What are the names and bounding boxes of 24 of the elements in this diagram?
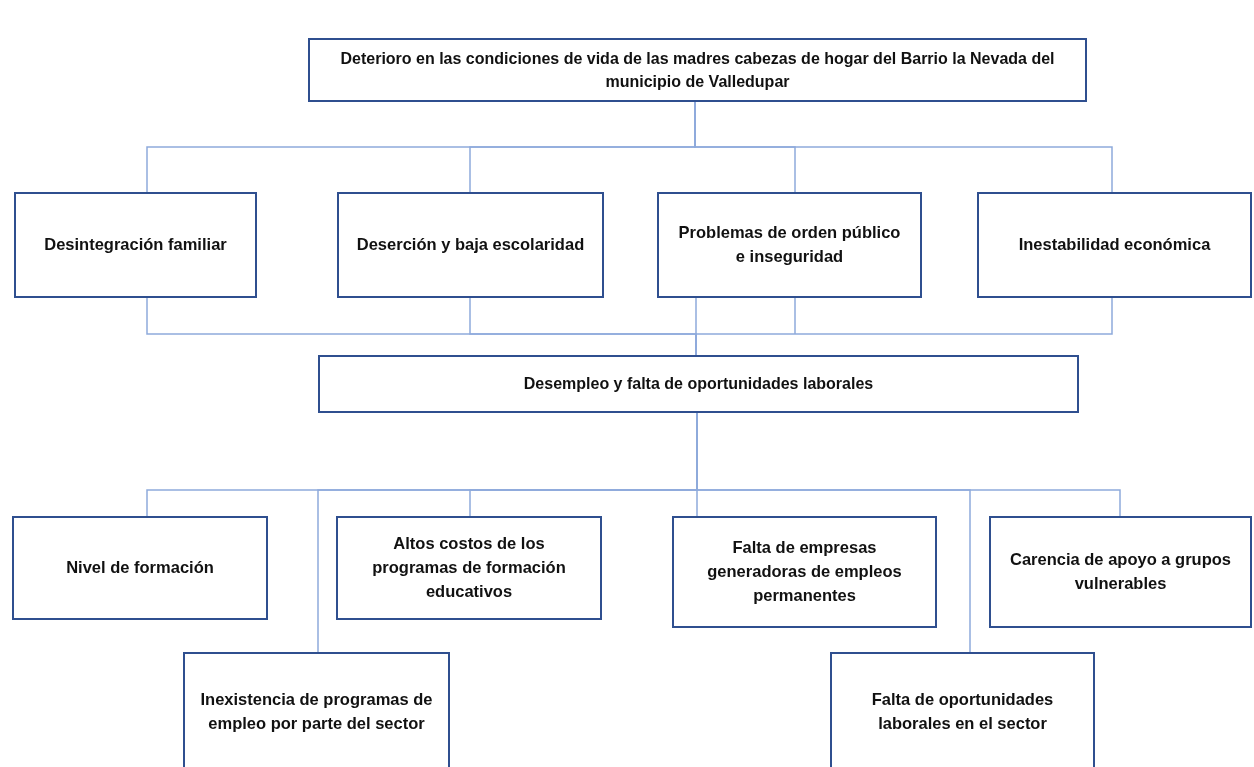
box-label: Falta de empresas generadoras de empleos permanentes (706, 537, 903, 606)
box-label: Nivel de formación (66, 557, 214, 579)
cause-box (308, 38, 1087, 102)
box-label: Altos costos de los programas de formación educativos (371, 533, 567, 602)
cause-box (989, 516, 1252, 628)
box-label: Desintegración familiar (44, 234, 227, 256)
box-label: Inexistencia de programas de empleo por parte del sector (199, 689, 434, 734)
cause-box (672, 516, 937, 628)
box-label: Inestabilidad económica (1018, 234, 1211, 256)
cause-box (183, 652, 450, 767)
box-label: Falta de oportunidades laborales en el sector (870, 689, 1055, 734)
cause-box (830, 652, 1095, 767)
cause-box (657, 192, 922, 298)
cause-box (336, 516, 602, 620)
cause-box (318, 355, 1079, 413)
box-label: Desempleo y falta de oportunidades laborales (523, 374, 874, 395)
box-label: Carencia de apoyo a grupos vulnerables (1009, 549, 1232, 594)
cause-box (337, 192, 604, 298)
cause-box (977, 192, 1252, 298)
cause-box (12, 516, 268, 620)
box-label: Deterioro en las condiciones de vida de las madres cabezas de hogar del Barrio la Nevada del municipio de Valledupar (339, 48, 1056, 92)
cause-box (14, 192, 257, 298)
box-label: Deserción y baja escolaridad (356, 234, 585, 256)
box-label: Problemas de orden público e inseguridad (677, 222, 902, 267)
